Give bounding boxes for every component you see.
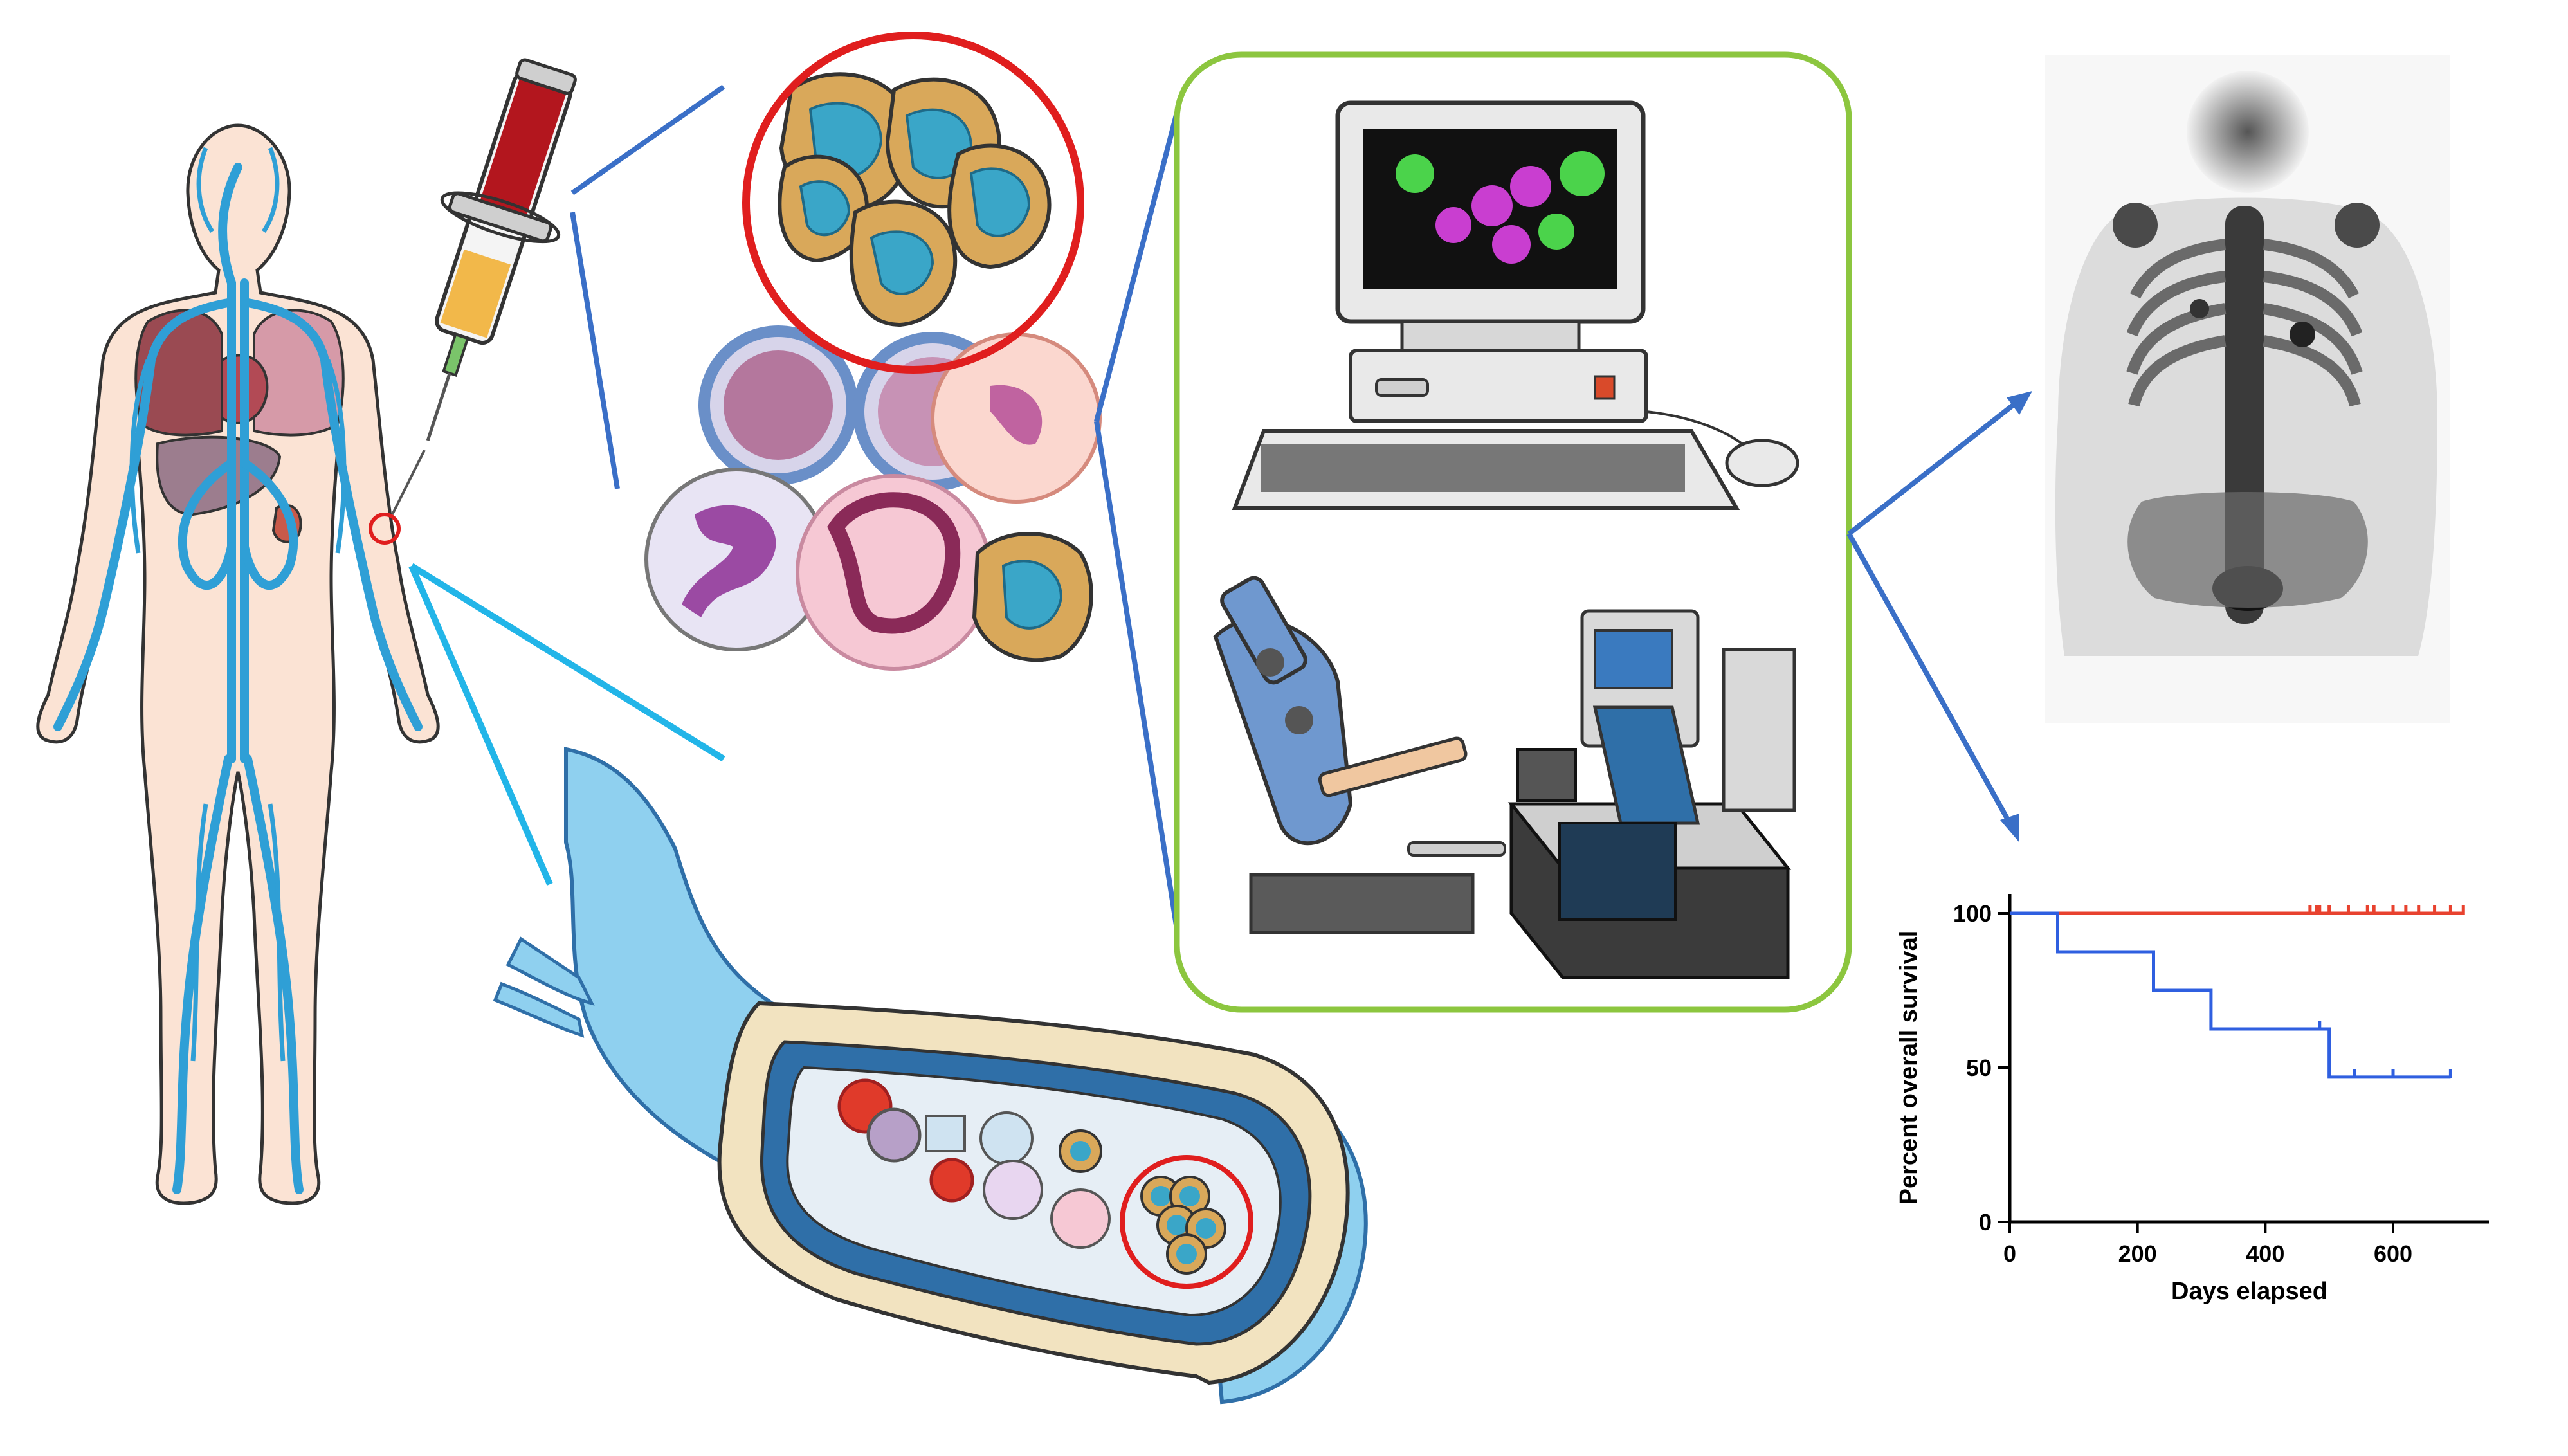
analysis-panel: [1174, 51, 1852, 1013]
x-tick-label: 200: [2118, 1241, 2157, 1267]
y-tick-label: 100: [1953, 900, 1992, 927]
vessel-ctc-highlight-circle: [1120, 1155, 1253, 1289]
survival-chart: 0 200 400 600 0 50 100 Days elapsed Percent ov…: [1895, 894, 2489, 1305]
y-axis-label: Percent overall survival: [1895, 931, 1922, 1205]
computer-analysis-icon: [1232, 100, 1799, 510]
y-tick-label: 0: [1979, 1209, 1992, 1235]
bone-scan-icon: [2045, 55, 2450, 723]
microscope-icon: [1213, 576, 1506, 934]
blood-draw-site-marker: [369, 513, 401, 545]
connector-line: [1846, 532, 2012, 824]
connector-line: [1094, 111, 1179, 423]
arrowhead: [2000, 814, 2019, 842]
connector-line: [1847, 403, 2015, 536]
callout-line: [410, 563, 725, 762]
human-body-vasculature-icon: [36, 123, 440, 1205]
ctc-highlight-circle: [742, 32, 1084, 374]
connector-line: [570, 84, 725, 196]
x-tick-label: 400: [2246, 1241, 2284, 1267]
needle-line: [391, 450, 426, 515]
connector-line: [1094, 421, 1179, 930]
blood-draw-syringe-icon: [426, 58, 577, 441]
connector-line: [570, 212, 620, 489]
y-tick-label: 50: [1966, 1055, 1992, 1081]
x-axis-label: Days elapsed: [2171, 1278, 2327, 1305]
arrowhead: [2007, 391, 2032, 415]
ctc-cluster: [778, 72, 1052, 327]
callout-line: [408, 565, 553, 886]
vessel-cross-section-icon: [408, 563, 1368, 1405]
vessel-ctc-cluster: [1140, 1176, 1226, 1275]
lab-analyzer-icon: [1507, 609, 1796, 979]
blood-cells-and-ctc-icon: [644, 32, 1102, 671]
series-line-1: [2010, 911, 2451, 1079]
x-tick-label: 600: [2374, 1241, 2412, 1267]
x-tick-label: 0: [2003, 1241, 2016, 1267]
